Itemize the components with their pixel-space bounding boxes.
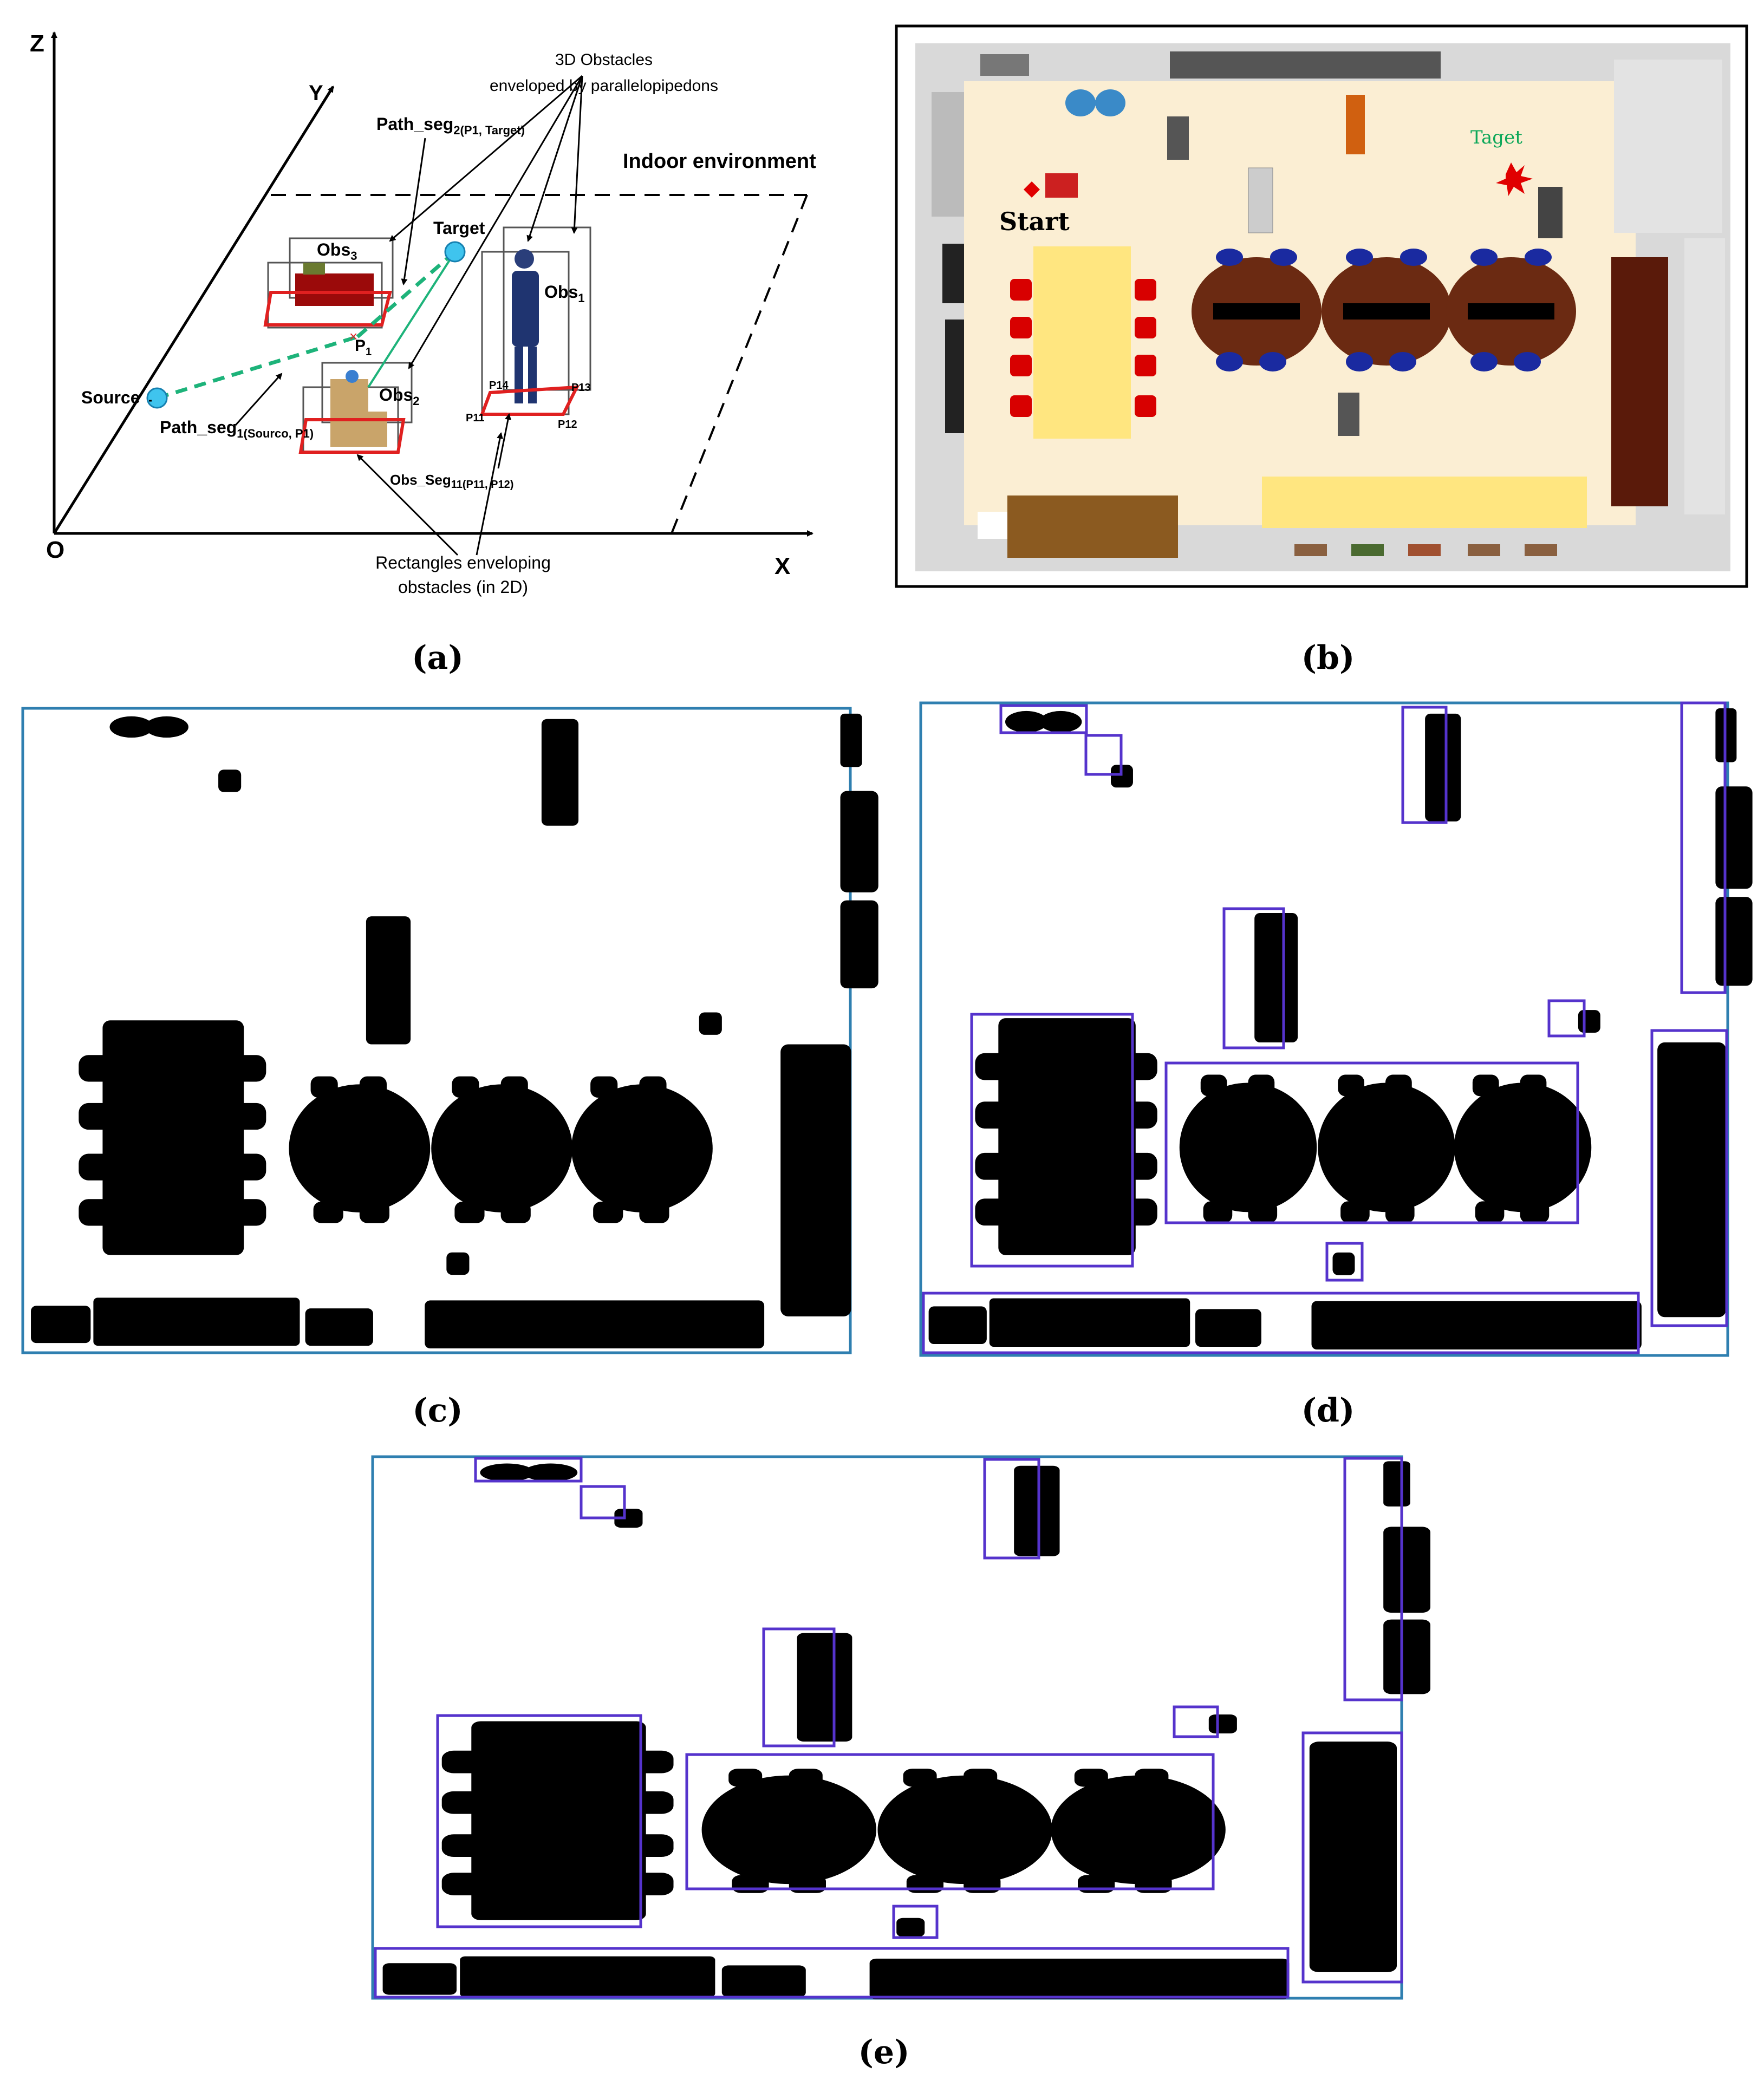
svg-text:Obs2: Obs2 [379, 385, 419, 408]
x-axis-label: X [774, 553, 790, 579]
path-seg1-sub: 1(Sourco, P1) [237, 427, 314, 440]
svg-text:Path_seg1(Sourco, P1): Path_seg1(Sourco, P1) [160, 418, 314, 440]
svg-text:Path_seg2(P1, Target): Path_seg2(P1, Target) [376, 114, 525, 137]
caption-e: (e) [858, 2033, 910, 2071]
caption-c: (c) [412, 1392, 463, 1430]
target-label-b: Taget [1470, 127, 1522, 148]
path-seg2-sub: 2(P1, Target) [453, 123, 525, 137]
panel-a-3d-scene: × Z Y X O Indoor environment 3D Obstacle… [30, 30, 816, 597]
target-label: Target [433, 218, 485, 238]
source-label: Source [81, 388, 140, 407]
p14-label: P14 [489, 380, 509, 392]
obs-seg-sub: 11(P11, P12) [451, 479, 514, 491]
obs1-label: Obs [544, 282, 578, 302]
p1-label: P [355, 337, 366, 355]
rect-note-line2: obstacles (in 2D) [398, 577, 528, 597]
p13-label: P13 [571, 382, 591, 394]
panel-c-binary-map [21, 707, 878, 1354]
svg-text:Obs_Seg11(P11, P12): Obs_Seg11(P11, P12) [390, 472, 513, 491]
start-label: Start [999, 207, 1070, 236]
svg-text:Obs3: Obs3 [317, 240, 357, 263]
caption-a: (a) [412, 639, 464, 677]
caption-d: (d) [1301, 1392, 1355, 1430]
y-axis [53, 86, 335, 534]
svg-text:×: × [349, 328, 357, 344]
target-node [444, 241, 466, 263]
p11-label: P11 [466, 412, 484, 424]
obs2-label: Obs [379, 385, 413, 405]
rect-note-line1: Rectangles enveloping [375, 553, 551, 572]
obs3-label: Obs [317, 240, 350, 259]
y-axis-label: Y [309, 81, 323, 105]
obs-seg-label: Obs_Seg [390, 472, 451, 488]
obs1-box [479, 226, 591, 416]
start-marker [1024, 181, 1040, 198]
obs2-sub: 2 [413, 394, 419, 408]
svg-text:Obs1: Obs1 [544, 282, 584, 305]
origin-label: O [46, 537, 64, 563]
obstacles-note-line1: 3D Obstacles [555, 51, 653, 69]
target-marker [1496, 162, 1533, 196]
path-seg1-label: Path_seg [160, 418, 237, 437]
svg-text:P1: P1 [355, 337, 372, 358]
obs1-sub: 1 [578, 291, 584, 305]
panel-e-merged-boxes [371, 1455, 1430, 2000]
caption-b: (b) [1301, 639, 1355, 677]
p12-label: P12 [558, 419, 577, 431]
indoor-boundary [271, 194, 808, 534]
path-seg2-label: Path_seg [376, 114, 453, 134]
indoor-label: Indoor environment [623, 150, 816, 173]
meeting-table [1033, 246, 1131, 439]
obs3-sub: 3 [350, 249, 357, 263]
source-node [146, 387, 168, 409]
obs3-box [263, 237, 394, 329]
panel-b-room-scene: Start Taget [895, 24, 1748, 588]
panel-d-bounding-boxes [919, 701, 1753, 1357]
obstacles-note-line2: enveloped by parallelopipedons [490, 77, 718, 95]
planned-path [156, 250, 457, 400]
z-axis-label: Z [30, 30, 44, 57]
p1-sub: 1 [366, 346, 372, 358]
obs2-box [298, 362, 413, 454]
